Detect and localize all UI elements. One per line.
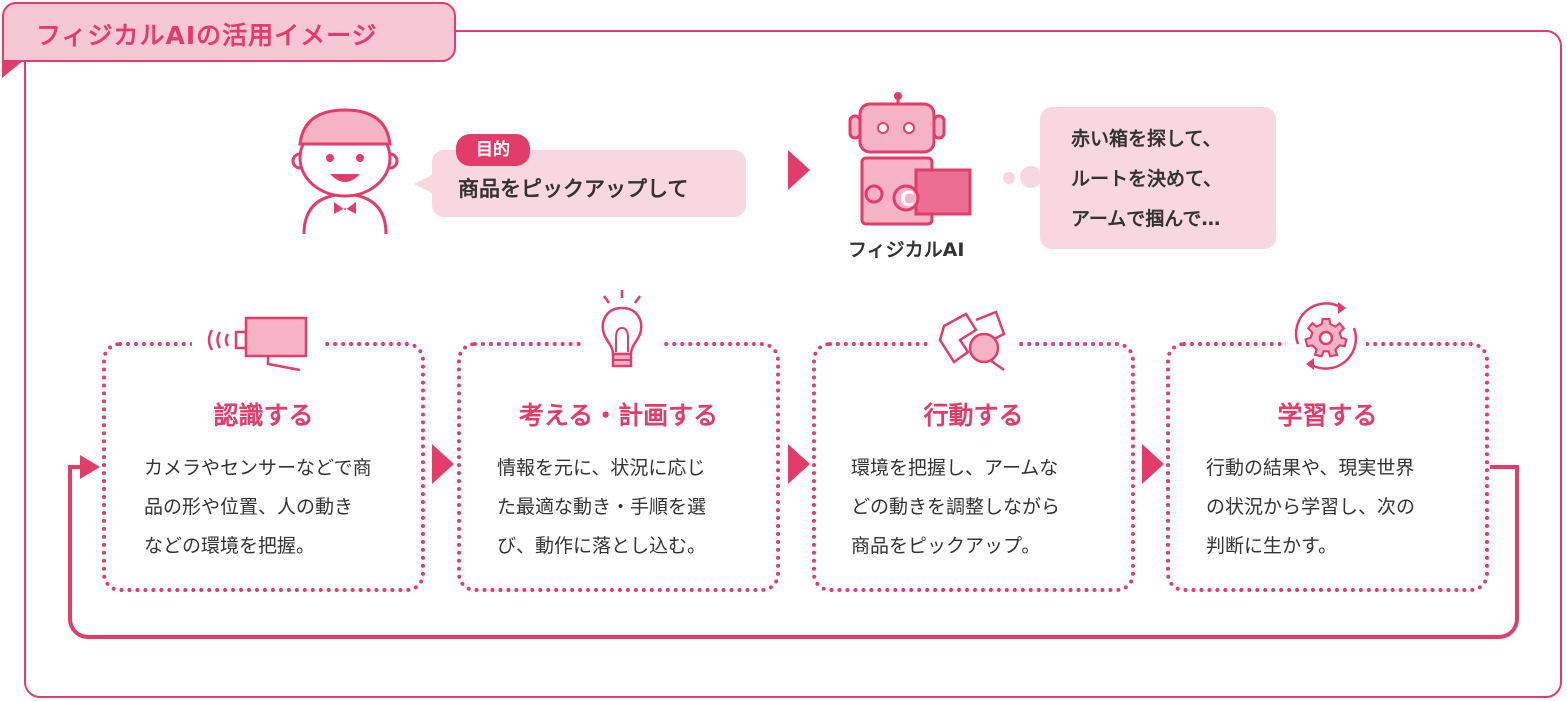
feedback-loop-segment xyxy=(68,465,82,469)
step-line: た最適な動き・手順を選 xyxy=(497,496,707,518)
page-title: フィジカルAIの活用イメージ xyxy=(36,21,378,50)
step-line: カメラやセンサーなどで商 xyxy=(144,457,372,479)
loop-arrow-icon xyxy=(80,455,100,479)
step-description: 環境を把握し、アームな どの動きを調整しながら 商品をピックアップ。 xyxy=(851,449,1111,566)
step-line: 品の形や位置、人の動き xyxy=(144,496,354,518)
thought-dot xyxy=(1003,172,1015,184)
icon-holder xyxy=(930,306,1016,376)
step-title: 考える・計画する xyxy=(518,401,719,430)
thought-line: アームで掴んで… xyxy=(1071,208,1221,230)
robot-icon: C xyxy=(848,92,972,226)
gear-cycle-icon xyxy=(1294,302,1358,370)
arrow-right-icon xyxy=(1142,444,1164,484)
camera-icon xyxy=(207,316,308,372)
lightbulb-icon xyxy=(601,290,643,368)
step-line: 情報を元に、状況に応じ xyxy=(497,457,706,479)
feedback-loop-line xyxy=(68,465,1519,639)
step-description: 情報を元に、状況に応じ た最適な動き・手順を選 び、動作に落とし込む。 xyxy=(497,449,757,566)
step-line: 行動の結果や、現実世界 xyxy=(1206,457,1415,479)
svg-text:C: C xyxy=(900,187,915,211)
thought-dot xyxy=(1020,166,1042,188)
arrow-right-icon xyxy=(788,150,810,190)
icon-holder xyxy=(582,286,662,378)
step-title: 行動する xyxy=(923,401,1024,430)
title-tab: フィジカルAIの活用イメージ xyxy=(2,2,456,62)
step-line: などの環境を把握。 xyxy=(144,535,316,557)
goal-bubble-tail xyxy=(414,174,434,194)
step-line: び、動作に落とし込む。 xyxy=(497,535,707,557)
robot-arm-icon xyxy=(938,310,1006,372)
arrow-right-icon xyxy=(432,444,454,484)
robot-label: フィジカルAI xyxy=(848,239,965,261)
step-line: 判断に生かす。 xyxy=(1206,535,1338,557)
step-description: 行動の結果や、現実世界 の状況から学習し、次の 判断に生かす。 xyxy=(1206,449,1466,566)
person-icon xyxy=(291,108,399,235)
step-line: の状況から学習し、次の xyxy=(1206,496,1416,518)
outer-frame xyxy=(24,30,1562,698)
title-tab-notch xyxy=(2,60,24,78)
step-title: 認識する xyxy=(213,401,314,430)
thought-line: ルートを決めて、 xyxy=(1071,168,1223,190)
step-title: 学習する xyxy=(1277,401,1378,430)
icon-holder xyxy=(1286,296,1366,376)
thought-bubble xyxy=(1040,107,1276,249)
step-description: カメラやセンサーなどで商 品の形や位置、人の動き などの環境を把握。 xyxy=(144,449,404,566)
goal-badge: 目的 xyxy=(456,134,530,166)
icon-holder xyxy=(192,306,324,376)
step-line: 環境を把握し、アームな xyxy=(851,457,1059,479)
step-line: どの動きを調整しながら xyxy=(851,496,1061,518)
arrow-right-icon xyxy=(788,444,810,484)
step-line: 商品をピックアップ。 xyxy=(851,535,1041,557)
thought-line: 赤い箱を探して、 xyxy=(1071,128,1222,150)
goal-text: 商品をピックアップして xyxy=(458,177,689,201)
feedback-loop-segment xyxy=(1490,465,1519,469)
